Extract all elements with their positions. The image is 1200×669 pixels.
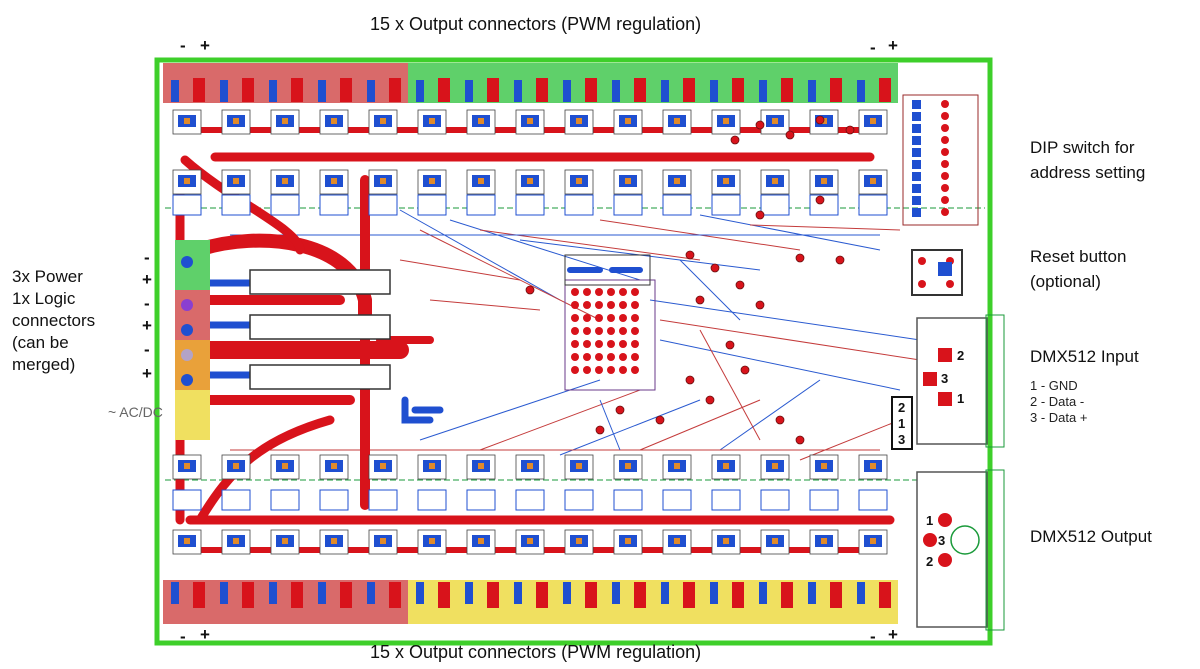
microcontroller-area <box>564 254 656 391</box>
bottom-left-minus: - <box>180 627 186 646</box>
dip-label-line2: address setting <box>1030 163 1146 182</box>
xlr-out-pin-3: 3 <box>938 533 945 548</box>
xlr-out-pin-2: 2 <box>926 554 933 569</box>
dmx-input-label: DMX512 Input <box>1030 347 1139 366</box>
power-pin-1-minus: - <box>144 248 150 267</box>
dmx-output-label: DMX512 Output <box>1030 527 1152 546</box>
reset-button-footprint <box>911 249 963 296</box>
header-pin-3: 3 <box>898 432 905 447</box>
power-pin-3-plus: + <box>142 364 152 383</box>
mosfet-rows <box>172 109 888 555</box>
dmx-input-pin2: 2 - Data - <box>1030 394 1085 409</box>
power-label-line5: merged) <box>12 355 76 374</box>
power-connector-block <box>175 240 210 440</box>
power-resistors <box>249 269 391 390</box>
top-right-plus: + <box>888 36 898 55</box>
top-left-minus: - <box>180 36 186 55</box>
xlr-out-pin-1: 1 <box>926 513 933 528</box>
bottom-left-plus: + <box>200 625 210 644</box>
reset-label-line1: Reset button <box>1030 247 1127 266</box>
bottom-right-minus: - <box>870 627 876 646</box>
power-pin-2-plus: + <box>142 316 152 335</box>
bottom-title: 15 x Output connectors (PWM regulation) <box>370 642 702 662</box>
dmx-input-pin3: 3 - Data + <box>1030 410 1088 425</box>
dmx-output-xlr: 1 3 2 <box>916 469 1005 631</box>
top-right-minus: - <box>870 38 876 57</box>
xlr-in-pin-1: 1 <box>957 391 964 406</box>
power-label-line3: connectors <box>12 311 96 330</box>
xlr-in-pin-2: 2 <box>957 348 964 363</box>
reset-label-line2: (optional) <box>1030 272 1101 291</box>
bottom-output-connectors <box>163 580 898 624</box>
header-pin-2: 2 <box>898 400 905 415</box>
power-label-line2: 1x Logic <box>12 289 76 308</box>
bottom-right-plus: + <box>888 625 898 644</box>
xlr-in-pin-3: 3 <box>941 371 948 386</box>
dmx-input-xlr: 2 3 1 <box>916 314 1005 448</box>
top-output-connectors <box>163 63 898 103</box>
acdc-label: ~ AC/DC <box>108 404 163 420</box>
power-pin-1-plus: + <box>142 270 152 289</box>
power-label-line4: (can be <box>12 333 69 352</box>
power-label-line1: 3x Power <box>12 267 83 286</box>
dip-switch <box>902 94 979 226</box>
header-pin-1: 1 <box>898 416 905 431</box>
vias <box>525 115 855 445</box>
dmx-header: 2 1 3 <box>891 396 913 450</box>
dip-label-line1: DIP switch for <box>1030 138 1135 157</box>
top-title: 15 x Output connectors (PWM regulation) <box>370 14 702 34</box>
dmx-input-pin1: 1 - GND <box>1030 378 1078 393</box>
power-pin-2-minus: - <box>144 294 150 313</box>
power-pin-3-minus: - <box>144 340 150 359</box>
top-left-plus: + <box>200 36 210 55</box>
